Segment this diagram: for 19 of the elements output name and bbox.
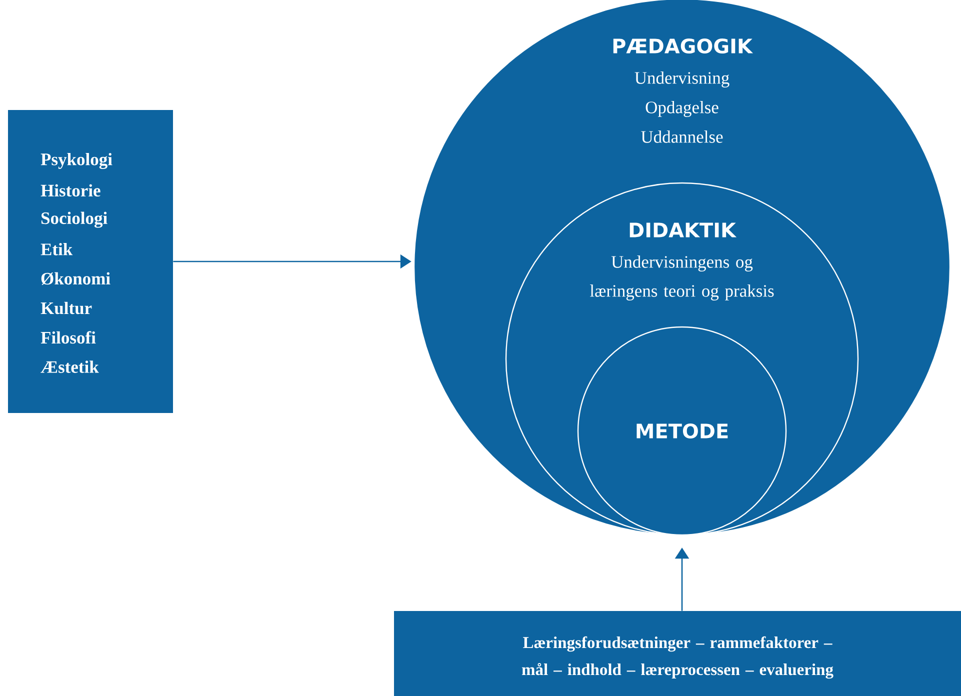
- body-text: Undervisning: [634, 72, 730, 88]
- list-item: Historie: [40, 184, 100, 197]
- list-item: Filosofi: [40, 331, 96, 344]
- list-item: Æstetik: [40, 360, 99, 373]
- heading: PÆDAGOGIK: [613, 38, 754, 54]
- body-text: Uddannelse: [641, 130, 723, 143]
- footer-box: [394, 611, 961, 696]
- list-item: Psykologi: [40, 153, 112, 169]
- list-item: Etik: [40, 243, 73, 256]
- body-text: Opdagelse: [646, 101, 718, 117]
- body-text: Læringsforudsætninger – rammefaktorer – mål – indhold – læreprocessen – evaluering: [522, 636, 834, 679]
- list-item: Kultur: [40, 302, 92, 314]
- inner-circle: [577, 326, 787, 536]
- heading: DIDAKTIK: [630, 222, 737, 238]
- list-box: [8, 110, 173, 413]
- body-text: Undervisningens og læringens teori og praksis: [590, 256, 774, 300]
- list-item: Sociologi: [41, 212, 108, 228]
- heading: METODE: [636, 423, 728, 439]
- list-item: Økonomi: [41, 272, 110, 285]
